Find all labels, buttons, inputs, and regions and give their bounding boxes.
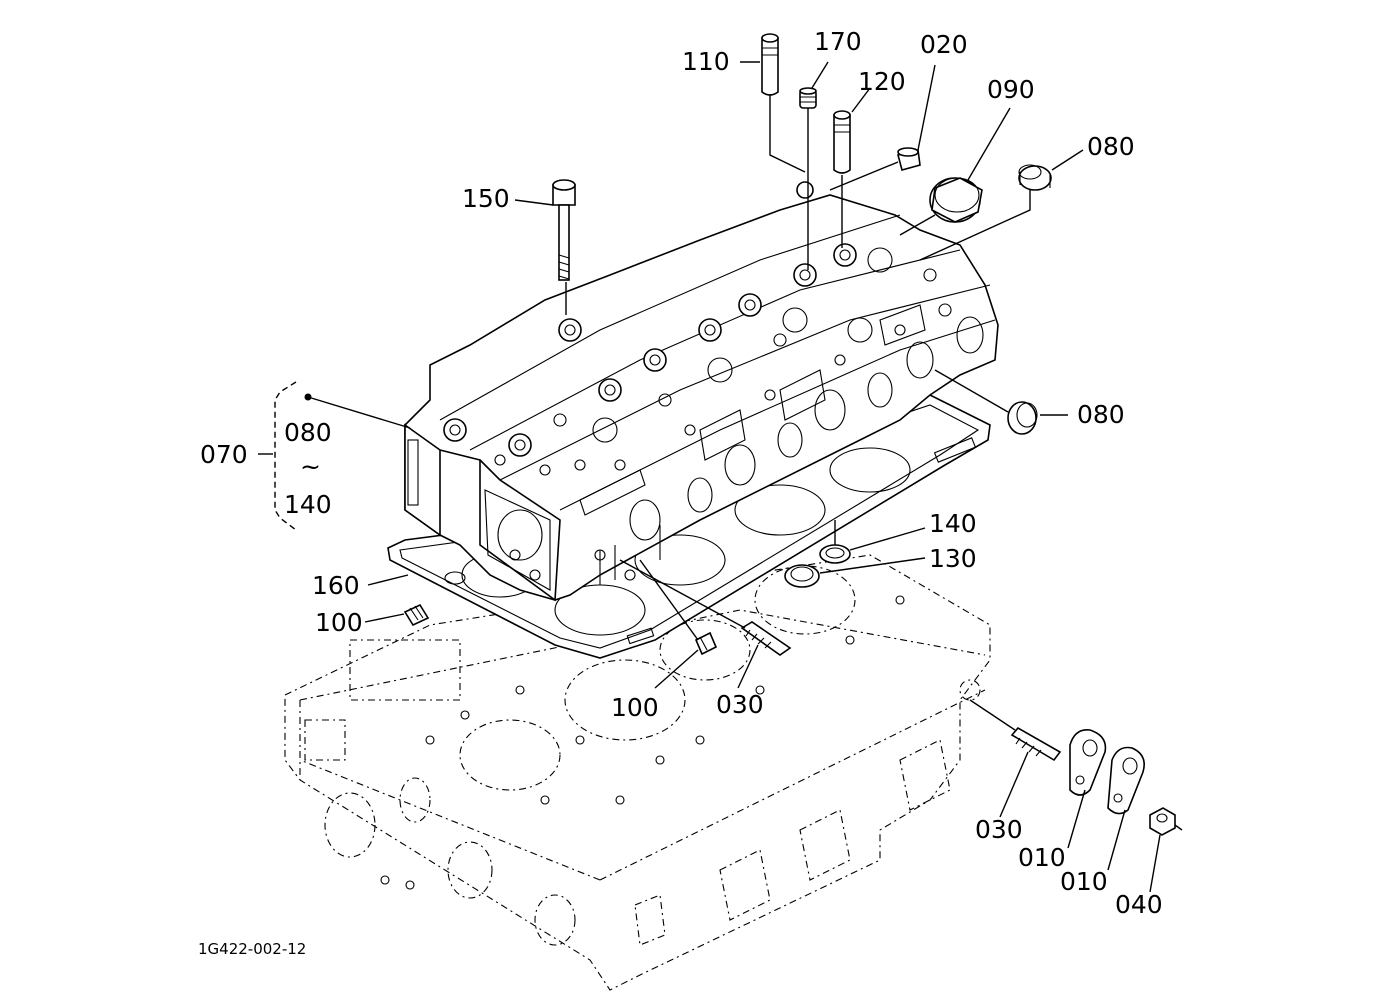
head-bolt-150	[552, 179, 576, 281]
label-030-mid: 030	[716, 690, 764, 719]
seal-080-right	[1007, 401, 1038, 435]
drawing-code: 1G422-002-12	[198, 940, 306, 958]
valve-stem-seal-170	[799, 87, 817, 109]
stud-030-mid	[740, 621, 792, 656]
o-ring-140	[819, 544, 851, 564]
callout-labels: 110 170 120 020 090 080 150 070 080 ~ 14…	[198, 27, 1163, 958]
seal-130	[784, 564, 820, 588]
label-070: 070	[200, 440, 248, 469]
leader-lines	[258, 61, 1183, 893]
cylinder-block	[284, 554, 991, 991]
pin-100-left	[403, 603, 430, 627]
seal-080-top	[1018, 164, 1052, 191]
label-110: 110	[682, 47, 730, 76]
valve-guide-120	[833, 110, 851, 174]
label-140-group: 140	[284, 490, 332, 519]
hook-plate-010-a	[1069, 728, 1107, 796]
label-120: 120	[858, 67, 906, 96]
label-090: 090	[987, 75, 1035, 104]
label-080-right: 080	[1077, 400, 1125, 429]
label-170: 170	[814, 27, 862, 56]
nut-040	[1149, 807, 1176, 836]
plug-020	[897, 147, 921, 171]
label-030-right: 030	[975, 815, 1023, 844]
label-range: ~	[300, 452, 321, 481]
cylinder-head	[404, 181, 999, 602]
label-130: 130	[929, 544, 977, 573]
label-140: 140	[929, 509, 977, 538]
label-010-a: 010	[1018, 843, 1066, 872]
valve-guide-110	[761, 33, 779, 96]
hook-plate-010-b	[1107, 746, 1145, 815]
pin-100-mid	[694, 631, 718, 656]
label-010-b: 010	[1060, 867, 1108, 896]
label-150: 150	[462, 184, 510, 213]
cap-090	[929, 177, 983, 223]
label-080-top: 080	[1087, 132, 1135, 161]
stud-030-right	[1010, 726, 1062, 762]
label-080-group: 080	[284, 418, 332, 447]
label-100-mid: 100	[611, 693, 659, 722]
label-020: 020	[920, 30, 968, 59]
label-040: 040	[1115, 890, 1163, 919]
label-160: 160	[312, 571, 360, 600]
label-100-left: 100	[315, 608, 363, 637]
